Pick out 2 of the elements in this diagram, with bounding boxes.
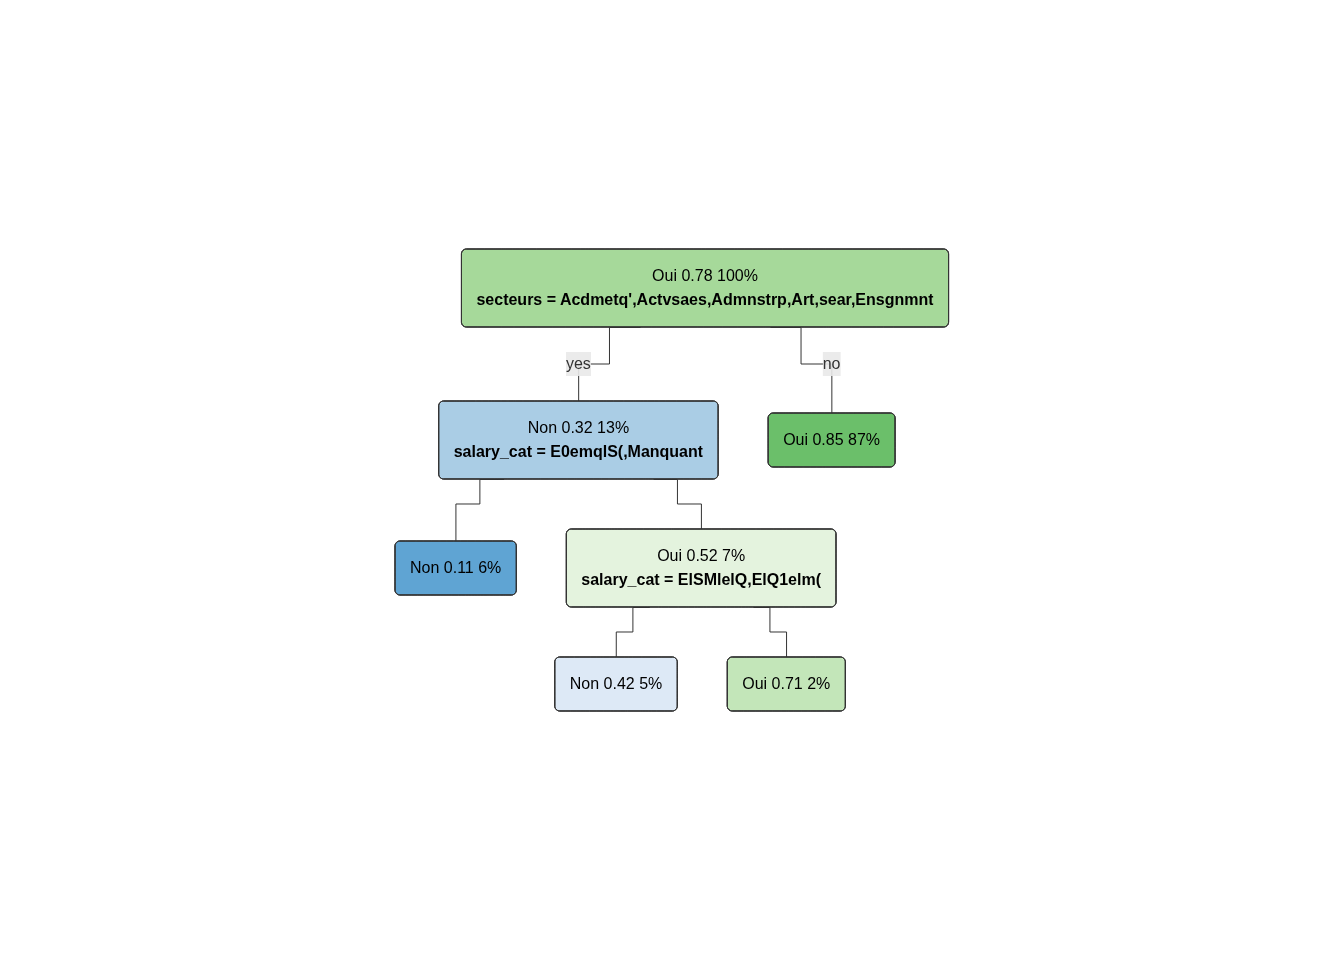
edge-label: no xyxy=(822,355,841,372)
edge-label: yes xyxy=(566,355,592,372)
